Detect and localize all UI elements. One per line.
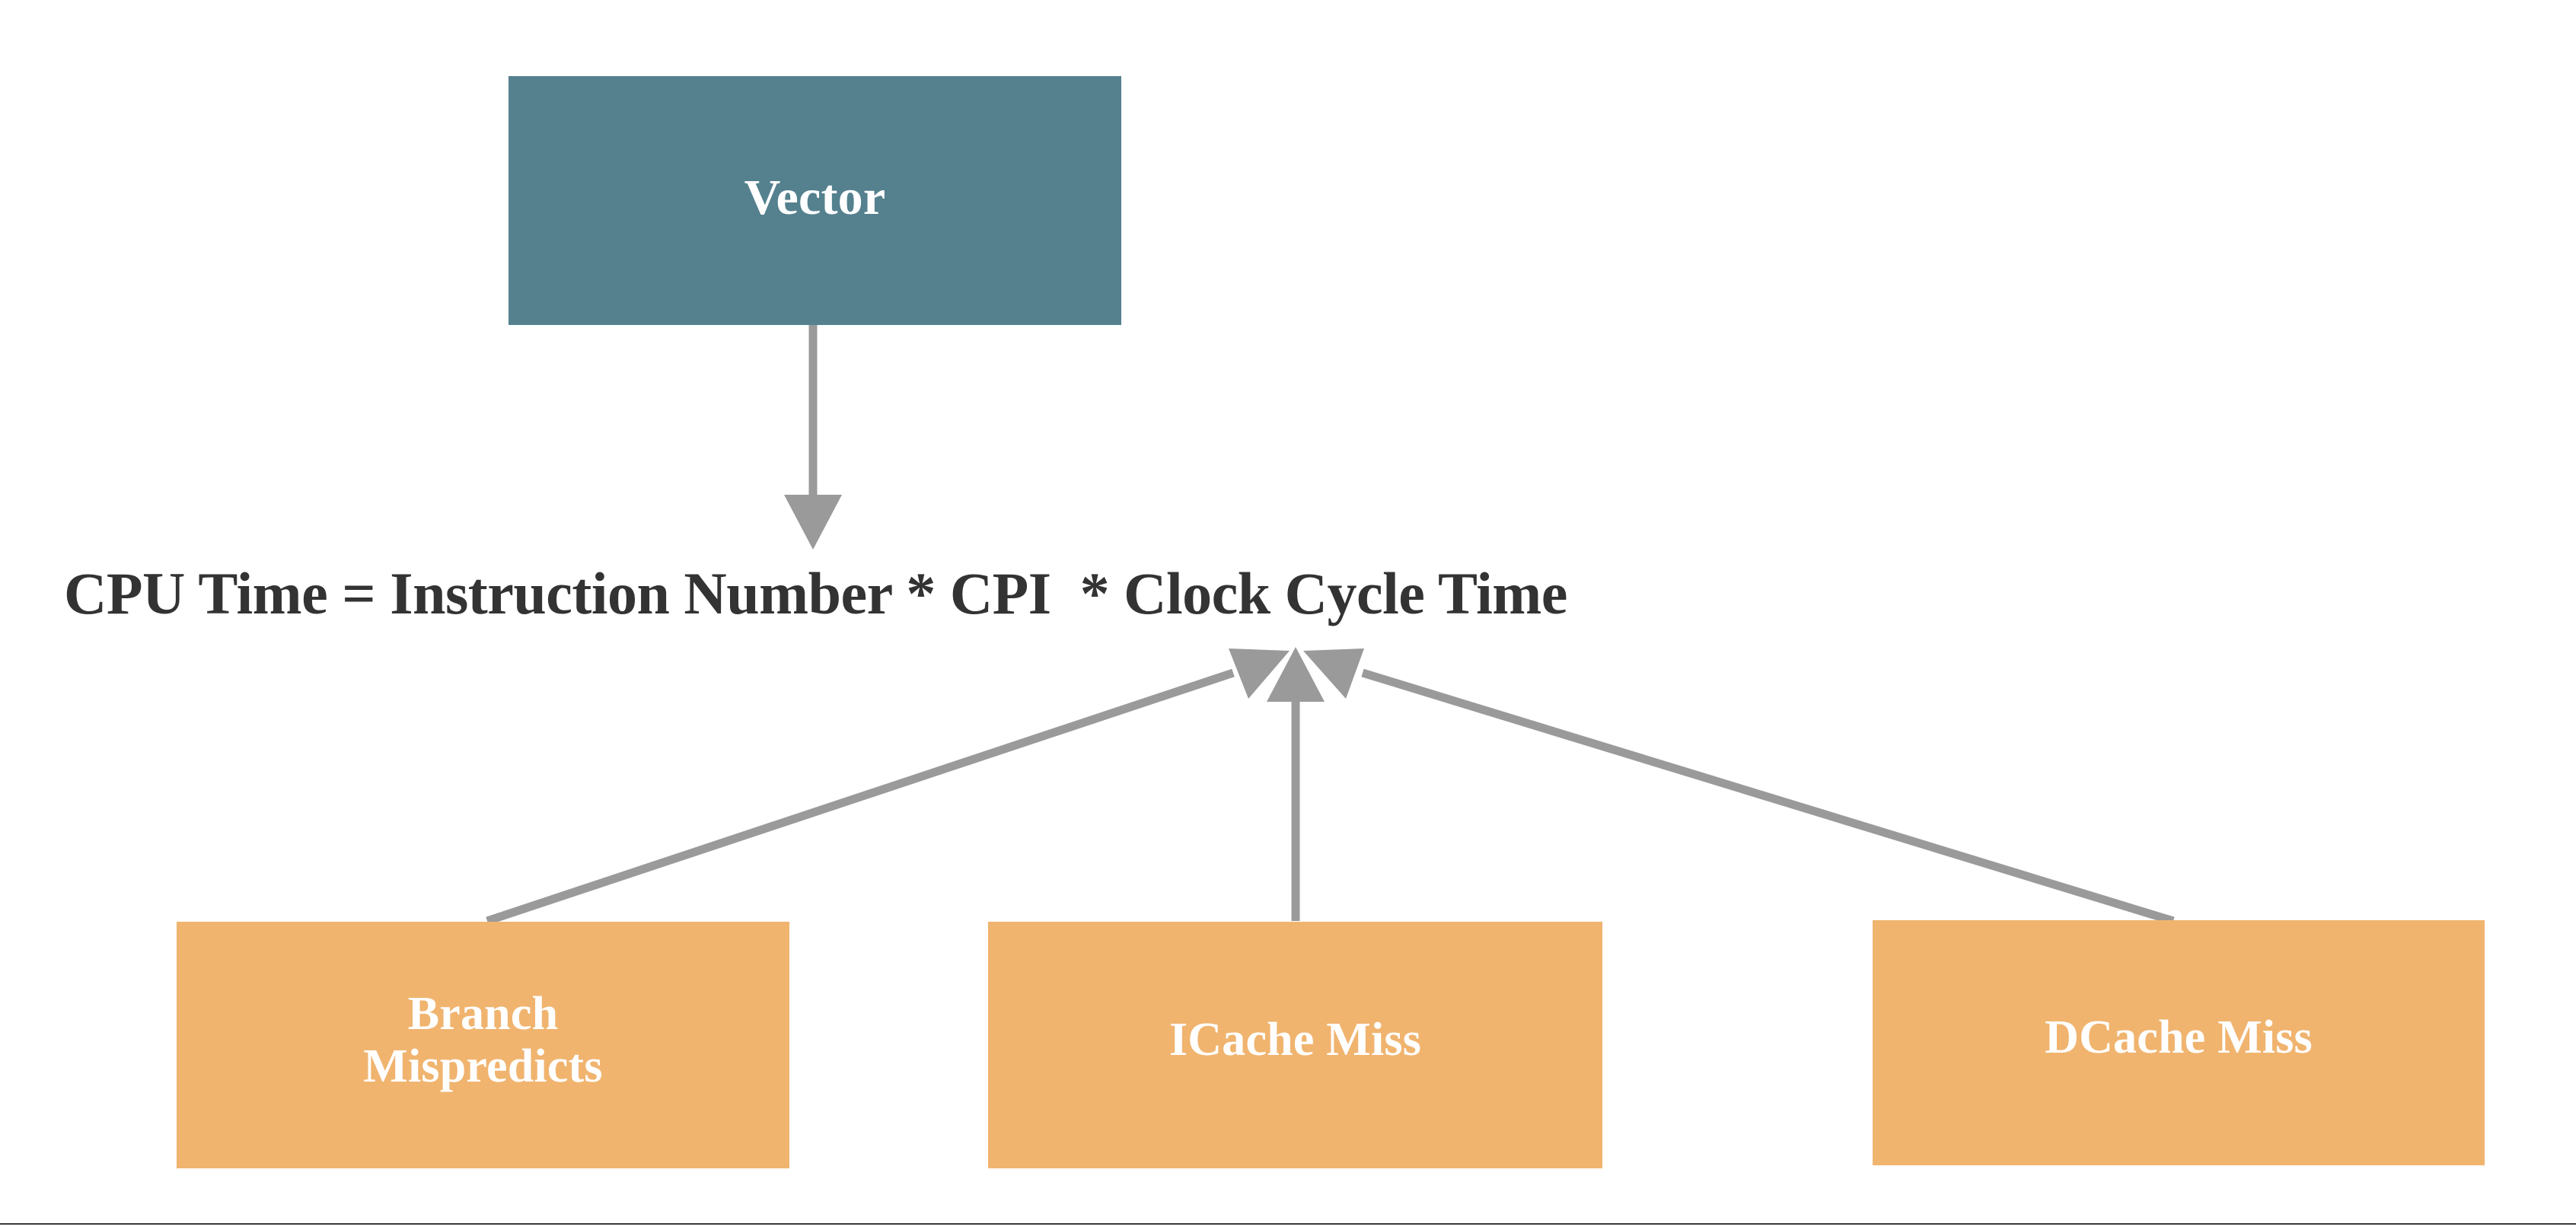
arrow-icache-to-cpi (1267, 647, 1325, 921)
arrow-dcache-to-cpi (1303, 648, 2175, 926)
footer-divider (0, 1223, 2576, 1225)
node-dcache-miss-label: DCache Miss (2045, 1012, 2313, 1064)
node-dcache-miss[interactable]: DCache Miss (1873, 920, 2485, 1165)
node-vector-label: Vector (744, 169, 886, 225)
node-branch-mispredicts-label: Branch Mispredicts (363, 987, 603, 1092)
cpu-time-equation: CPU Time = Instruction Number * CPI * Cl… (64, 560, 1567, 626)
node-branch-mispredicts[interactable]: Branch Mispredicts (177, 922, 789, 1168)
node-icache-miss-label: ICache Miss (1168, 1014, 1422, 1066)
node-vector[interactable]: Vector (509, 76, 1121, 325)
arrow-vector-to-equation (784, 325, 842, 550)
node-icache-miss[interactable]: ICache Miss (988, 922, 1602, 1168)
arrow-branch-to-cpi (486, 648, 1290, 926)
